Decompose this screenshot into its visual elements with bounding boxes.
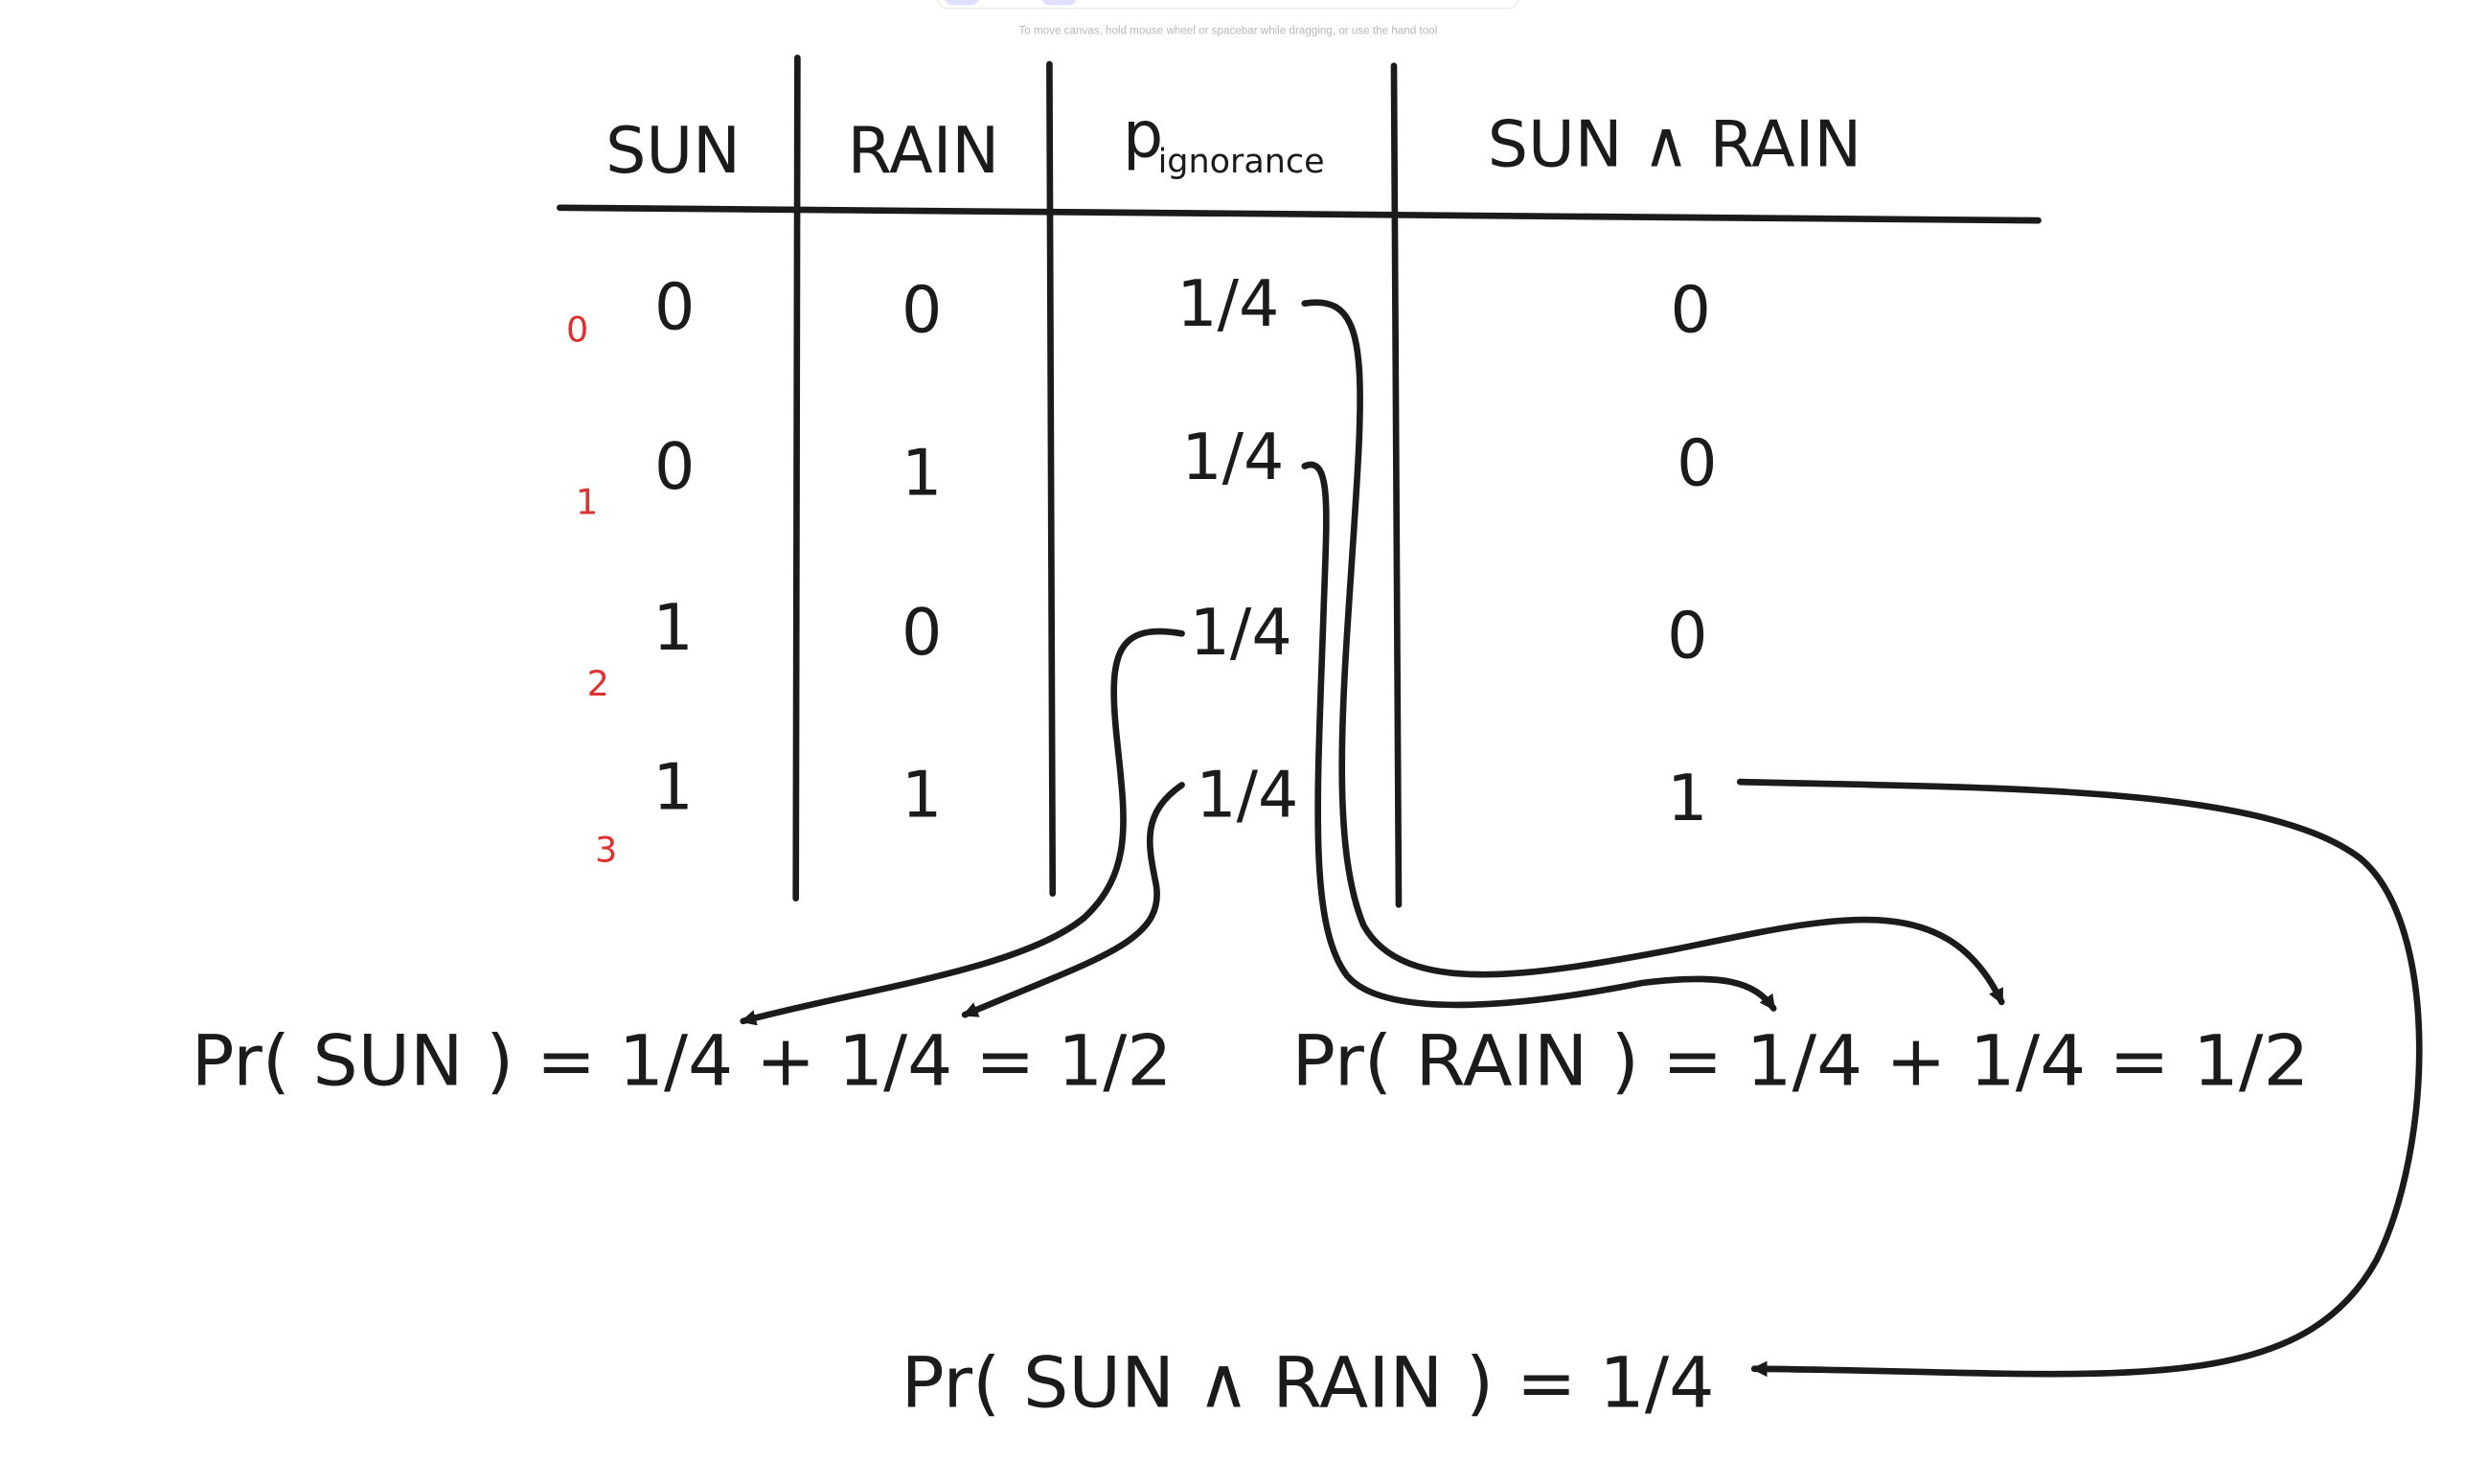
header-sun-and-rain: SUN ∧ RAIN (1488, 107, 1861, 182)
formula-pr-sun-and-rain: Pr( SUN ∧ RAIN ) = 1/4 (902, 1343, 1715, 1425)
cell-rain: 1 (902, 758, 942, 833)
cell-sun-and-rain: 0 (1677, 425, 1717, 500)
column-divider (1390, 62, 1403, 908)
header-ignorance-subscript: ignorance (1158, 143, 1325, 181)
toolbar-tool-button[interactable] (1041, 0, 1077, 6)
arrow-row1-to-pr-rain (1301, 299, 2005, 1006)
header-sun: SUN (605, 113, 741, 188)
column-divider (1046, 60, 1057, 897)
cell-p: 1/4 (1196, 758, 1298, 833)
header-rain: RAIN (848, 113, 1000, 188)
toolbar (937, 0, 1519, 10)
truth-table: SUN RAIN p ignorance SUN ∧ RAIN 0 1 2 3 … (556, 54, 2042, 908)
arrow-row3-to-pr-sun (961, 782, 1185, 1018)
row-index: 2 (587, 663, 609, 704)
cell-sun: 0 (654, 429, 695, 504)
cell-p: 1/4 (1190, 595, 1292, 670)
table-row: 0 0 1/4 0 (654, 266, 1711, 348)
cell-sun-and-rain: 0 (1670, 273, 1710, 348)
cell-rain: 0 (902, 273, 942, 348)
arrow-row2-to-pr-sun (740, 628, 1185, 1026)
formula-pr-sun: Pr( SUN ) = 1/4 + 1/4 = 1/2 (192, 1020, 1173, 1102)
canvas-hint: To move canvas, hold mouse wheel or spac… (1018, 24, 1437, 36)
toolbar-tool-button[interactable] (945, 0, 980, 6)
toolbar-panel (937, 0, 1519, 10)
table-row: 0 1 1/4 0 (654, 420, 1717, 511)
formula-pr-rain: Pr( RAIN ) = 1/4 + 1/4 = 1/2 (1291, 1020, 2309, 1102)
row-index: 1 (576, 481, 598, 522)
cell-p: 1/4 (1181, 420, 1284, 494)
header-p: p (1123, 98, 1163, 172)
cell-rain: 1 (902, 435, 942, 510)
arrow-row3-to-pr-sun-and-rain (1736, 778, 2423, 1378)
column-divider (792, 54, 801, 902)
table-row: 1 1 1/4 1 (652, 749, 1707, 835)
cell-rain: 0 (902, 595, 942, 670)
cell-sun: 1 (652, 590, 693, 665)
cell-sun: 0 (654, 269, 695, 344)
arrows (740, 299, 2423, 1378)
header-divider (556, 204, 2042, 224)
cell-sun-and-rain: 1 (1667, 761, 1707, 835)
row-index: 3 (595, 829, 617, 870)
cell-p: 1/4 (1176, 266, 1279, 341)
cell-sun-and-rain: 0 (1667, 598, 1707, 673)
cell-sun: 1 (652, 749, 693, 824)
arrow-row3-to-pr-rain (1301, 461, 1777, 1012)
row-index: 0 (566, 309, 588, 351)
table-row: 1 0 1/4 0 (652, 590, 1707, 673)
